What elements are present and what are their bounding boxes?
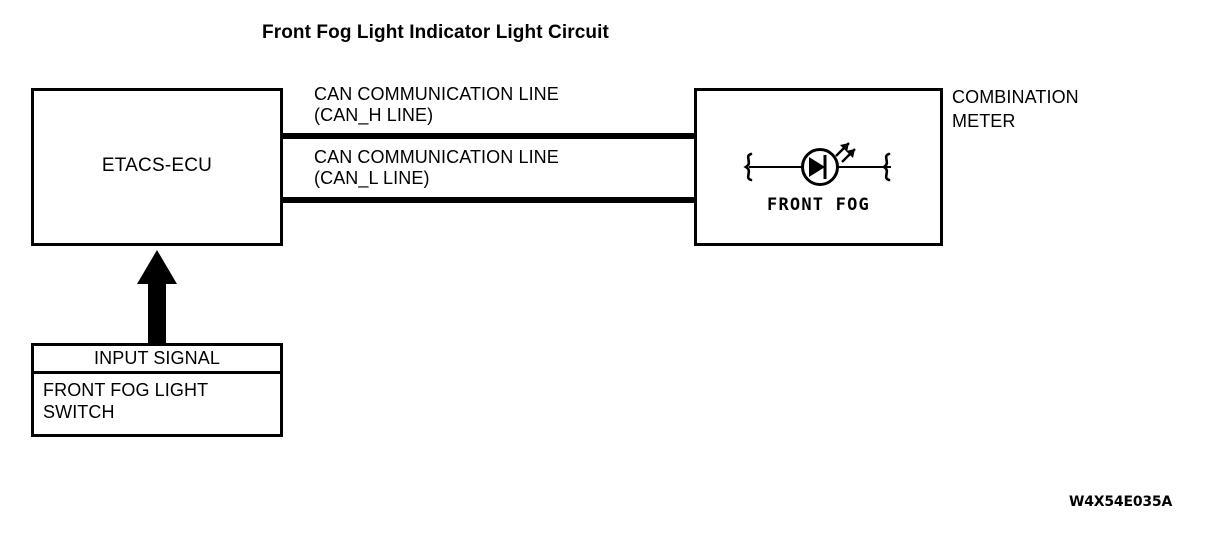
can-l-label: CAN COMMUNICATION LINE (CAN_L LINE) [314, 147, 559, 189]
combination-meter-label: COMBINATION METER [952, 85, 1079, 133]
can-l-label-line2: (CAN_L LINE) [314, 168, 430, 188]
combination-meter-label-line1: COMBINATION [952, 87, 1079, 107]
combination-meter-label-line2: METER [952, 111, 1016, 131]
can-h-bus-line [283, 133, 696, 139]
front-fog-indicator-caption: FRONT FOG [767, 195, 870, 215]
can-h-label-line1: CAN COMMUNICATION LINE [314, 84, 559, 104]
can-h-label-line2: (CAN_H LINE) [314, 105, 434, 125]
input-signal-body-line1: FRONT FOG LIGHT [43, 380, 209, 400]
can-l-label-line1: CAN COMMUNICATION LINE [314, 147, 559, 167]
etacs-ecu-label: ETACS-ECU [101, 155, 213, 176]
led-indicator-icon [743, 142, 891, 186]
input-signal-header: INPUT SIGNAL [34, 346, 280, 374]
page-title: Front Fog Light Indicator Light Circuit [262, 22, 609, 43]
etacs-ecu-block: ETACS-ECU [31, 88, 283, 246]
input-signal-block: INPUT SIGNAL FRONT FOG LIGHT SWITCH [31, 343, 283, 437]
input-signal-arrow-icon [137, 250, 177, 346]
can-h-label: CAN COMMUNICATION LINE (CAN_H LINE) [314, 84, 559, 126]
input-signal-body: FRONT FOG LIGHT SWITCH [43, 379, 208, 423]
figure-reference-code: W4X54E035A [1069, 494, 1173, 510]
input-signal-body-line2: SWITCH [43, 402, 115, 422]
can-l-bus-line [283, 197, 696, 203]
